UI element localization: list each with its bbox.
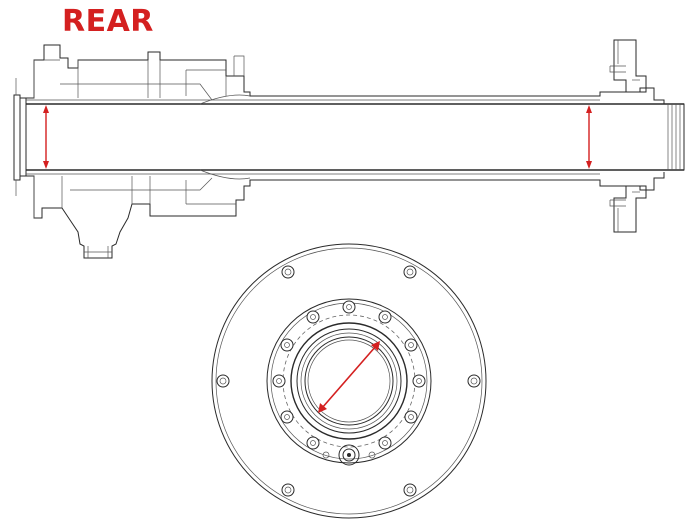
- side-view: [13, 39, 685, 259]
- left-flange: [13, 94, 21, 181]
- rear-title: REAR: [62, 4, 154, 39]
- inner-bolt-holes: [272, 300, 426, 450]
- outer-flange-circle: [211, 243, 487, 519]
- end-measure-arrow: [318, 341, 380, 413]
- bore-ring-outer: [290, 322, 408, 440]
- lower-housing: [26, 172, 665, 259]
- end-view: [211, 243, 487, 519]
- lower-knuckle: [613, 185, 647, 233]
- side-measure-arrows: [43, 105, 592, 169]
- bolt-pitch-circle: [282, 314, 416, 448]
- hub-outer: [266, 298, 432, 464]
- drain-plug: [338, 444, 360, 466]
- right-spindle: [664, 103, 685, 171]
- upper-housing: [26, 44, 665, 104]
- outer-bolt-holes: [216, 265, 481, 497]
- upper-knuckle: [613, 39, 647, 93]
- bore-ring-inner: [304, 336, 394, 426]
